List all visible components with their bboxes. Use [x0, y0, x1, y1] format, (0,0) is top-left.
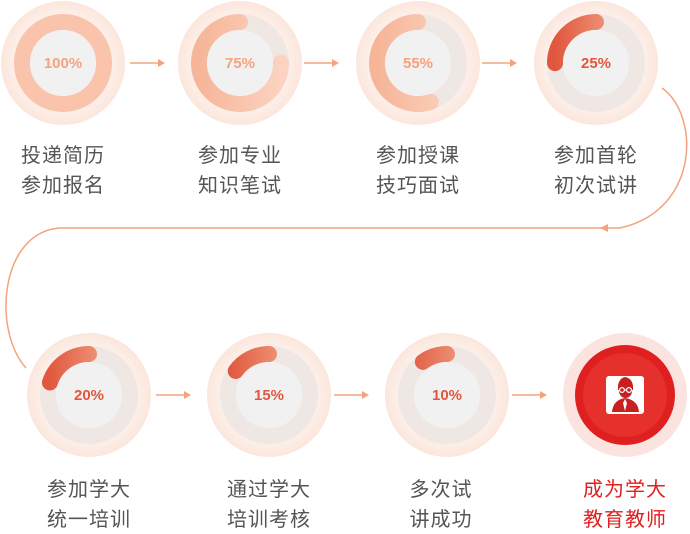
ring-progress-arc: [547, 14, 645, 112]
percent-label: 75%: [224, 54, 256, 72]
step-circle-4: 25%: [533, 0, 659, 126]
step-circle-5: 20%: [26, 332, 152, 458]
arrow-5-6: [156, 391, 191, 399]
step-label-5: 参加学大统一培训: [47, 477, 131, 531]
step-label-1: 投递简历参加报名: [21, 143, 105, 197]
arrow-1-2: [130, 59, 165, 67]
step-circle-1: 100%: [0, 0, 126, 126]
progress-ring: [385, 333, 509, 457]
step-label-7: 多次试讲成功: [409, 477, 473, 531]
progress-ring: [1, 1, 125, 125]
step-circle-6: 15%: [206, 332, 332, 458]
ring-progress-arc: [40, 346, 138, 444]
ring-inner: [414, 362, 480, 428]
ring-inner: [236, 362, 302, 428]
ring-inner: [207, 30, 273, 96]
progress-ring: [178, 1, 302, 125]
ring-progress-arc: [191, 14, 289, 112]
final-step-circle: [562, 332, 688, 458]
ring-inner: [563, 30, 629, 96]
step-circle-3: 55%: [355, 0, 481, 126]
ring-progress-arc: [398, 346, 496, 444]
arrow-7-8: [512, 391, 547, 399]
progress-ring: [534, 1, 658, 125]
teacher-icon: [606, 376, 644, 414]
percent-label: 15%: [253, 386, 285, 404]
connector-row1-row2: [5, 87, 688, 369]
step-circle-2: 75%: [177, 0, 303, 126]
progress-ring: [356, 1, 480, 125]
percent-label: 25%: [580, 54, 612, 72]
step-label-3: 参加授课技巧面试: [376, 143, 460, 197]
arrow-6-7: [334, 391, 369, 399]
percent-label: 55%: [402, 54, 434, 72]
ring-inner: [30, 30, 96, 96]
percent-label: 20%: [73, 386, 105, 404]
ring-inner: [56, 362, 122, 428]
step-circle-7: 10%: [384, 332, 510, 458]
ring-inner: [385, 30, 451, 96]
ring-progress-arc: [369, 14, 467, 112]
step-label-4: 参加首轮初次试讲: [554, 143, 638, 197]
ring-progress-arc: [220, 346, 318, 444]
progress-ring: [207, 333, 331, 457]
progress-ring: [27, 333, 151, 457]
percent-label: 100%: [43, 54, 83, 72]
step-label-6: 通过学大培训考核: [227, 477, 311, 531]
ring-progress-arc: [14, 14, 112, 112]
step-label-2: 参加专业知识笔试: [198, 143, 282, 197]
arrow-2-3: [304, 59, 339, 67]
final-step-label: 成为学大教育教师: [583, 477, 667, 531]
arrow-3-4: [482, 59, 517, 67]
percent-label: 10%: [431, 386, 463, 404]
